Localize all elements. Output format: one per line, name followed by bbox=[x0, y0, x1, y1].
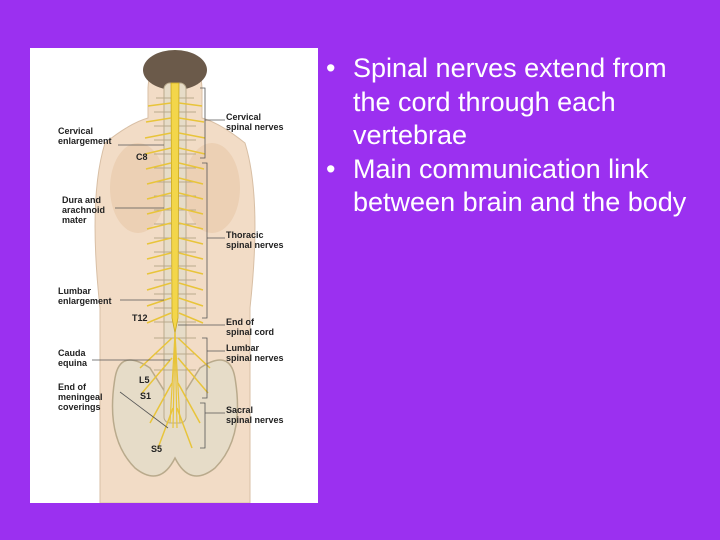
label-end-meningeal-2: meningeal bbox=[58, 392, 103, 402]
bullet-list: • Spinal nerves extend from the cord thr… bbox=[326, 52, 710, 220]
mark-t12: T12 bbox=[132, 313, 148, 323]
label-cervical-enlargement-2: enlargement bbox=[58, 136, 112, 146]
bullet-item: • Spinal nerves extend from the cord thr… bbox=[326, 52, 710, 153]
mark-s5: S5 bbox=[151, 444, 162, 454]
label-lumbar-nerves: Lumbar bbox=[226, 343, 260, 353]
bullet-glyph: • bbox=[326, 153, 336, 184]
label-lumbar-enlargement: Lumbar bbox=[58, 286, 92, 296]
bullet-text: Spinal nerves extend from the cord throu… bbox=[353, 53, 667, 150]
label-end-of-cord-2: spinal cord bbox=[226, 327, 274, 337]
bullet-glyph: • bbox=[326, 53, 336, 83]
bullet-item: • Main communication link between brain … bbox=[326, 153, 710, 220]
label-cauda-equina-2: equina bbox=[58, 358, 88, 368]
label-cervical-nerves-2: spinal nerves bbox=[226, 122, 284, 132]
label-sacral-nerves: Sacral bbox=[226, 405, 253, 415]
label-thoracic-nerves: Thoracic bbox=[226, 230, 264, 240]
mark-l5: L5 bbox=[139, 375, 150, 385]
label-cervical-nerves: Cervical bbox=[226, 112, 261, 122]
label-dura-2: arachnoid bbox=[62, 205, 105, 215]
label-cervical-enlargement: Cervical bbox=[58, 126, 93, 136]
label-end-meningeal-3: coverings bbox=[58, 402, 101, 412]
label-dura-3: mater bbox=[62, 215, 87, 225]
label-dura: Dura and bbox=[62, 195, 101, 205]
label-lumbar-enlargement-2: enlargement bbox=[58, 296, 112, 306]
label-lumbar-nerves-2: spinal nerves bbox=[226, 353, 284, 363]
label-sacral-nerves-2: spinal nerves bbox=[226, 415, 284, 425]
mark-s1: S1 bbox=[140, 391, 151, 401]
label-end-of-cord: End of bbox=[226, 317, 255, 327]
bullet-text: Main communication link between brain an… bbox=[353, 153, 687, 218]
label-thoracic-nerves-2: spinal nerves bbox=[226, 240, 284, 250]
mark-c8: C8 bbox=[136, 152, 148, 162]
spinal-anatomy-drawing: Cervical enlargement Dura and arachnoid … bbox=[58, 50, 284, 503]
spinal-cord-illustration: Cervical enlargement Dura and arachnoid … bbox=[30, 48, 318, 503]
label-end-meningeal: End of bbox=[58, 382, 87, 392]
label-cauda-equina: Cauda bbox=[58, 348, 87, 358]
